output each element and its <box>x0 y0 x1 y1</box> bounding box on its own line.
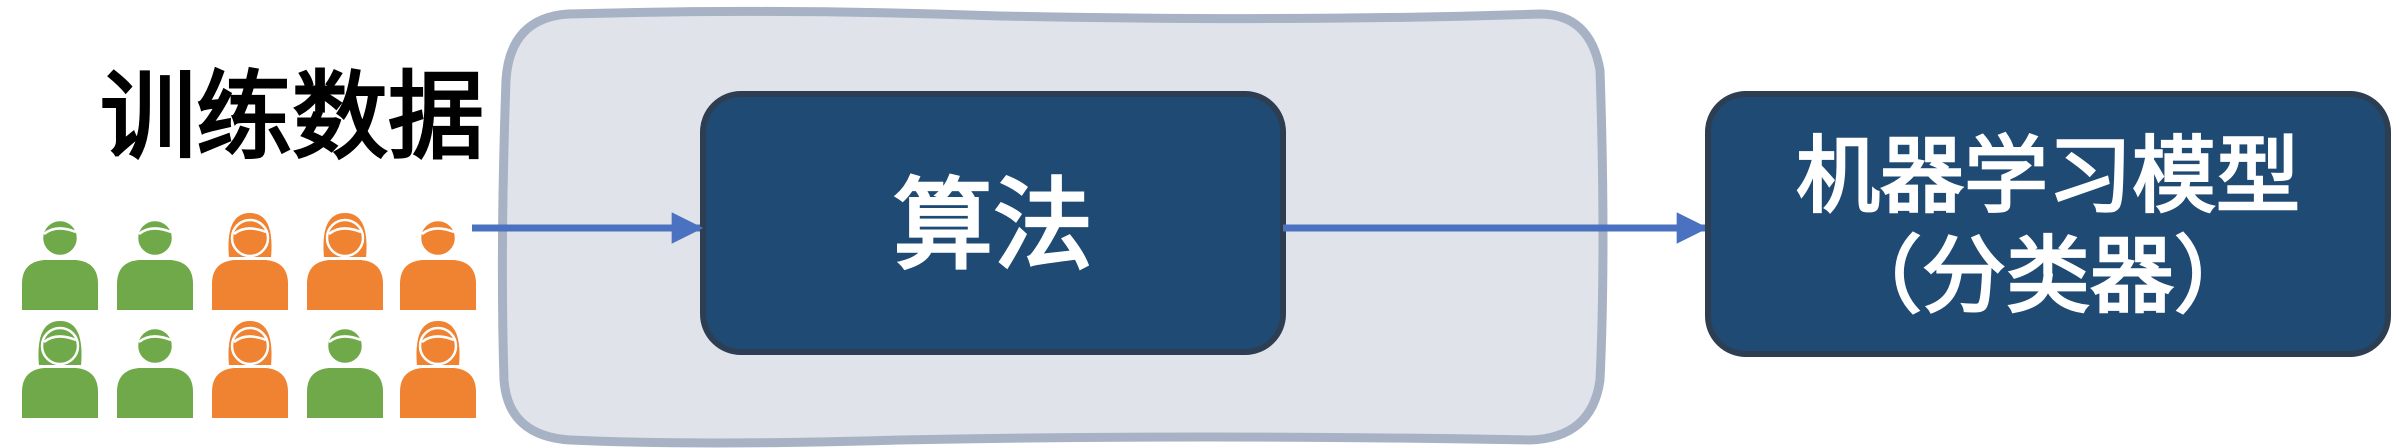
model-label-line1: 机器学习模型 <box>1796 127 2300 225</box>
training-data-label: 训练数据 <box>100 61 484 173</box>
model-label-line2: （分类器） <box>1838 227 2258 325</box>
model-box <box>1705 91 2391 357</box>
male-person-icon <box>22 218 98 310</box>
male-person-icon <box>117 218 193 310</box>
female-person-icon <box>22 318 98 418</box>
male-person-icon <box>117 326 193 418</box>
male-person-icon <box>307 326 383 418</box>
female-person-icon <box>212 318 288 418</box>
female-person-icon <box>307 210 383 310</box>
female-person-icon <box>400 318 476 418</box>
training-data-people-grid <box>22 210 476 418</box>
algorithm-label: 算法 <box>893 167 1093 284</box>
female-person-icon <box>212 210 288 310</box>
male-person-icon <box>400 218 476 310</box>
